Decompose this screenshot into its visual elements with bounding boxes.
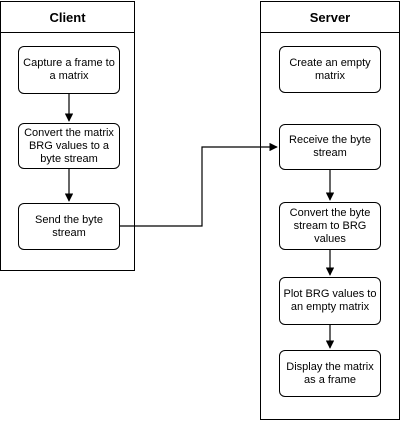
plot-values-node: Plot BRG values to an empty matrix bbox=[279, 277, 381, 325]
client-lane-title: Client bbox=[1, 2, 134, 33]
display-frame-node: Display the matrix as a frame bbox=[279, 350, 381, 397]
convert-matrix-node: Convert the matrix BRG values to a byte … bbox=[18, 123, 120, 169]
arrow-send-to-receive bbox=[120, 142, 278, 227]
receive-stream-node: Receive the byte stream bbox=[279, 124, 381, 170]
server-lane-title: Server bbox=[261, 2, 399, 33]
convert-stream-node: Convert the byte stream to BRG values bbox=[279, 202, 381, 250]
capture-frame-node: Capture a frame to a matrix bbox=[18, 46, 120, 94]
create-matrix-node: Create an empty matrix bbox=[279, 46, 381, 93]
send-stream-node: Send the byte stream bbox=[18, 203, 120, 250]
